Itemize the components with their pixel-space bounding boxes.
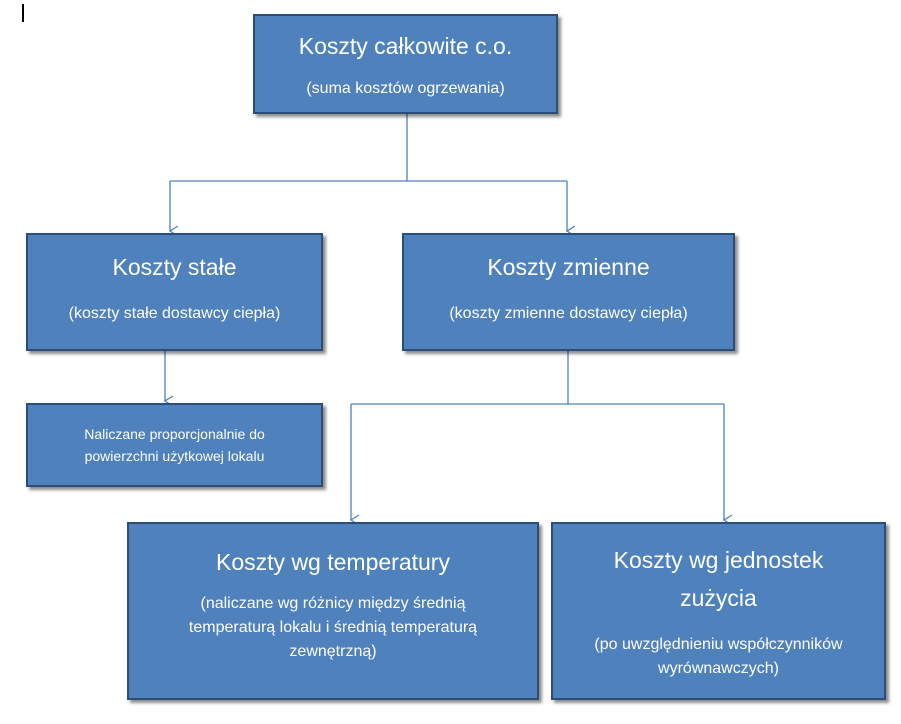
node-unit-costs: Koszty wg jednostek zużycia (po uwzględn…: [551, 522, 886, 700]
node-temperature-costs: Koszty wg temperatury (naliczane wg różn…: [127, 522, 539, 700]
node-variable-costs: Koszty zmienne (koszty zmienne dostawcy …: [402, 233, 735, 351]
node-fixed-costs: Koszty stałe (koszty stałe dostawcy ciep…: [26, 233, 323, 351]
node-temperature-title: Koszty wg temperatury: [216, 549, 450, 575]
node-total-subtitle: (suma kosztów ogrzewania): [306, 80, 505, 97]
node-proportional-text: Naliczane proporcjonalnie do powierzchni…: [84, 426, 265, 464]
node-variable-title: Koszty zmienne: [487, 254, 650, 280]
node-total-costs: Koszty całkowite c.o. (suma kosztów ogrz…: [253, 14, 558, 114]
node-total-title: Koszty całkowite c.o.: [298, 33, 513, 59]
node-fixed-subtitle: (koszty stałe dostawcy ciepła): [68, 305, 281, 322]
connector-variable-to-branches: [351, 351, 724, 405]
node-proportional: Naliczane proporcjonalnie do powierzchni…: [26, 403, 323, 487]
node-units-title: Koszty wg jednostek zużycia: [613, 547, 824, 611]
node-temperature-subtitle: (naliczane wg różnicy między średnią tem…: [188, 595, 478, 660]
node-fixed-title: Koszty stałe: [112, 254, 237, 280]
node-units-subtitle: (po uwzględnieniu współczynników wyrówna…: [594, 636, 843, 677]
node-variable-subtitle: (koszty zmienne dostawcy ciepła): [449, 305, 688, 322]
connector-total-to-branches: [170, 114, 567, 182]
text-cursor: [22, 4, 24, 22]
